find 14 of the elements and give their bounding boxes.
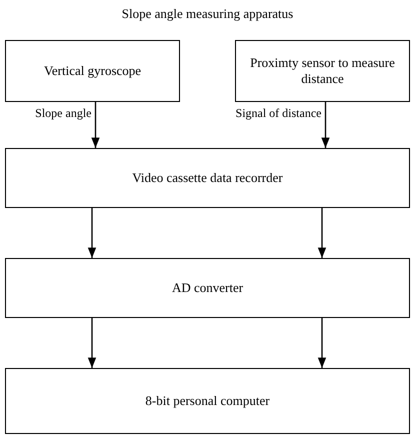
process-box: Vertical gyroscope [5,40,180,102]
arrow [88,318,96,368]
diagram-title: Slope angle measuring apparatus [120,6,294,22]
process-box: Proximty sensor to measure distance [235,40,410,102]
arrow [88,208,96,258]
arrow [318,208,326,258]
arrow [321,102,330,148]
process-box: 8-bit personal computer [5,368,410,434]
process-box: AD converter [5,258,410,318]
edge-label: Signal of distance [236,106,322,121]
edge-label: Slope angle [35,106,92,121]
process-box: Video cassette data recorrder [5,148,410,208]
arrow [318,318,326,368]
arrow [91,102,100,148]
